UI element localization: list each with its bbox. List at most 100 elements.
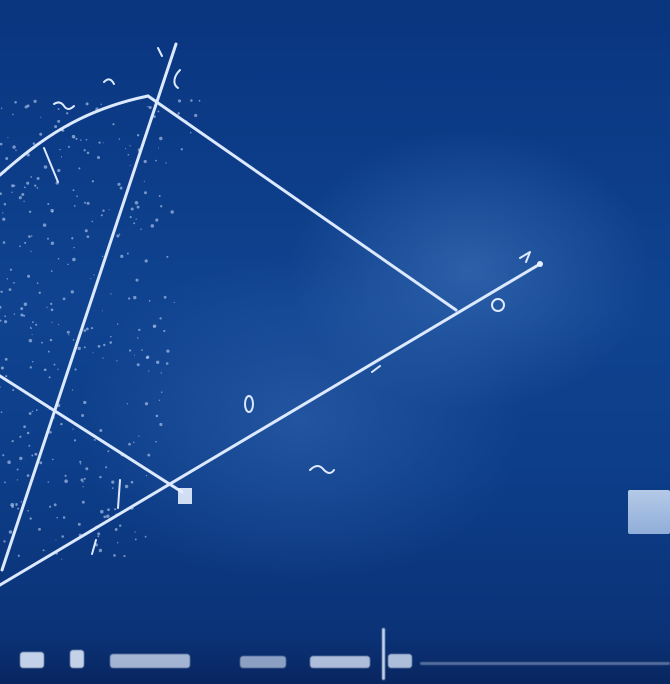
dust-speck — [133, 295, 137, 300]
dust-speck — [130, 207, 134, 211]
dust-speck — [62, 516, 66, 519]
scribble-mark — [309, 465, 335, 474]
dust-speck — [2, 217, 6, 221]
dust-speck — [132, 441, 135, 444]
dust-speck — [155, 218, 159, 222]
dust-speck — [46, 306, 48, 308]
dust-speck — [49, 430, 52, 434]
dust-speck — [93, 274, 95, 276]
dust-speck — [32, 142, 36, 145]
dust-speck — [0, 366, 4, 370]
dust-speck — [11, 440, 14, 443]
dust-speck — [120, 254, 124, 259]
dust-speck — [59, 148, 61, 151]
vertex-marker — [178, 488, 192, 504]
dust-speck — [72, 339, 75, 341]
dust-speck — [170, 210, 174, 214]
dust-speck — [138, 328, 141, 332]
tick-mark — [117, 479, 121, 509]
dust-speck — [114, 508, 117, 511]
dust-speck — [75, 137, 78, 140]
dust-speck — [26, 181, 30, 185]
dust-speck — [110, 335, 112, 338]
dust-speck — [157, 110, 160, 113]
dust-speck — [134, 538, 137, 541]
dust-speck — [97, 532, 101, 536]
dust-speck — [141, 349, 143, 351]
dust-speck — [100, 103, 103, 106]
dust-speck — [30, 235, 33, 237]
dust-speck — [135, 218, 137, 220]
dust-speck — [20, 307, 24, 311]
dust-speck — [189, 131, 192, 134]
scribble-mark — [53, 101, 75, 110]
blurred-glyph — [70, 650, 84, 668]
upper-right-edge — [146, 94, 458, 312]
dust-speck — [30, 176, 33, 178]
dust-speck — [21, 193, 25, 196]
dust-speck — [85, 467, 89, 471]
dust-speck — [134, 201, 139, 205]
dust-speck — [116, 360, 118, 362]
dust-speck — [0, 411, 3, 414]
dust-speck — [61, 535, 64, 538]
dust-speck — [36, 282, 39, 284]
dust-speck — [35, 409, 38, 411]
dust-speck — [57, 108, 60, 110]
dust-speck — [98, 141, 101, 144]
blurred-underline — [420, 662, 670, 665]
dust-speck — [165, 362, 169, 365]
dust-speck — [144, 259, 148, 263]
dust-speck — [83, 346, 86, 349]
dust-speck — [166, 349, 170, 353]
dust-speck — [98, 548, 103, 553]
dust-speck — [14, 101, 17, 104]
dust-speck — [130, 480, 134, 484]
dust-speck — [125, 148, 127, 150]
dust-speck — [83, 149, 86, 152]
left-crossing-edge — [0, 374, 184, 494]
dust-speck — [100, 214, 103, 217]
dust-speck — [50, 308, 54, 312]
dust-speck — [64, 479, 68, 483]
dust-speck — [62, 297, 66, 301]
line-endpoint — [537, 261, 543, 267]
dust-speck — [72, 257, 76, 262]
dust-speck — [103, 515, 107, 519]
dust-speck — [150, 224, 155, 228]
dust-speck — [152, 324, 157, 329]
dust-speck — [72, 189, 75, 192]
dust-speck — [129, 145, 131, 147]
dust-speck — [50, 302, 53, 306]
dust-speck — [101, 310, 103, 312]
dust-speck — [134, 531, 136, 533]
dust-speck — [0, 305, 2, 309]
dust-speck — [12, 145, 16, 149]
dust-speck — [160, 391, 163, 393]
dust-speck — [26, 474, 30, 477]
dust-speck — [41, 341, 43, 344]
upper-arc — [0, 94, 150, 177]
dust-speck — [90, 327, 94, 330]
dust-speck — [26, 431, 30, 435]
dust-speck — [57, 257, 60, 260]
dust-speck — [13, 313, 16, 315]
dust-speck — [81, 414, 85, 417]
dust-speck — [92, 352, 94, 354]
dust-speck — [72, 428, 74, 430]
dust-speck — [91, 180, 95, 183]
dust-speck — [173, 301, 175, 304]
dust-speck — [66, 330, 70, 334]
dust-speck — [159, 422, 163, 427]
blurred-glyph — [310, 656, 370, 668]
dust-speck — [18, 196, 22, 200]
dust-speck — [23, 200, 25, 202]
dust-speck — [155, 440, 157, 443]
scribble-mark — [157, 47, 163, 57]
dust-speck — [51, 321, 53, 323]
dust-speck — [55, 539, 57, 541]
vertex-circle — [491, 298, 505, 312]
scribble-mark — [103, 78, 115, 85]
dust-speck — [64, 474, 67, 477]
